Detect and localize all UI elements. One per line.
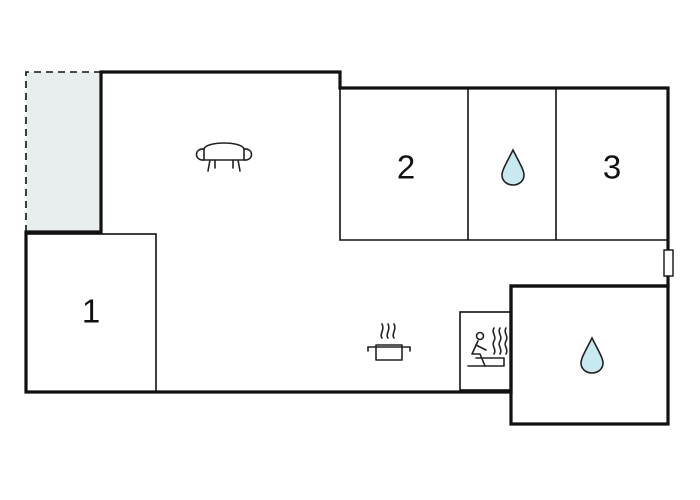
terrace-area	[25, 71, 101, 232]
water-drop-icon	[501, 148, 525, 186]
room-label-1: 1	[82, 293, 100, 330]
room-row-wall	[339, 88, 668, 241]
sofa-icon	[195, 142, 253, 172]
room-label-3: 3	[603, 149, 621, 186]
cooking-pot-icon	[367, 323, 411, 361]
room-1	[25, 233, 157, 393]
outer-wall	[24, 70, 670, 394]
door-marker	[663, 249, 674, 277]
sauna-room	[459, 311, 512, 391]
water-drop-icon	[580, 336, 604, 374]
sauna-icon	[467, 327, 508, 367]
room-label-2: 2	[397, 149, 415, 186]
